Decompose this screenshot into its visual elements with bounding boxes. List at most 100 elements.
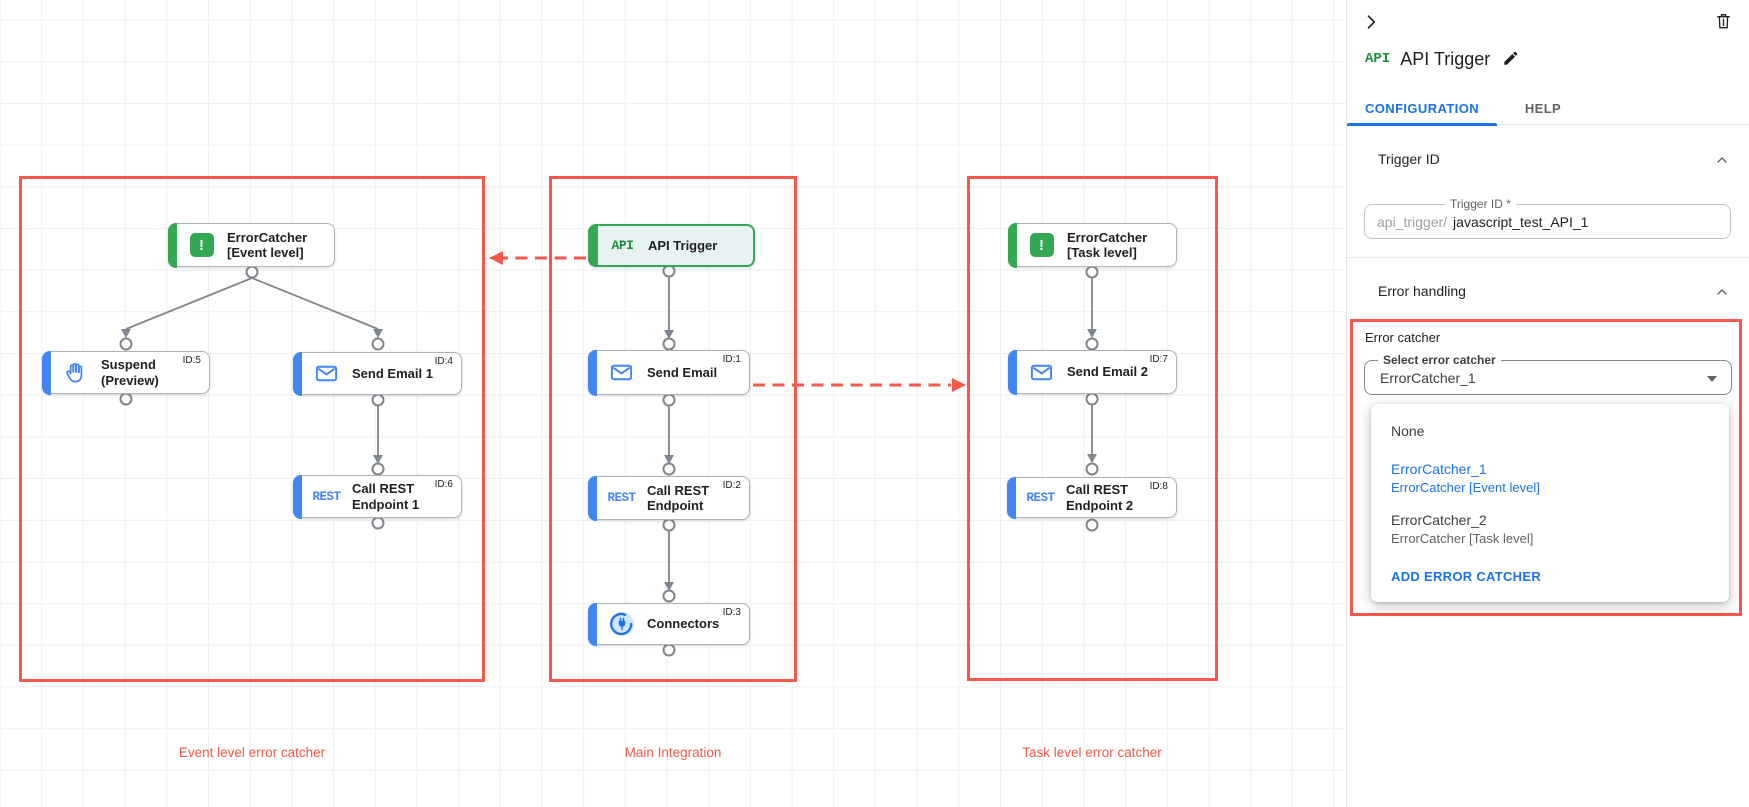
node-label: Send Email 1 — [352, 365, 433, 381]
node-accent-bar — [41, 350, 51, 395]
node-accent-bar — [1007, 349, 1017, 395]
trigger-id-prefix: api_trigger/ — [1377, 213, 1448, 230]
node-accent-bar — [292, 474, 302, 519]
node-id-badge: ID:2 — [722, 480, 741, 491]
node-accent-bar — [587, 475, 597, 521]
rest-icon: REST — [312, 489, 342, 504]
node-connectors[interactable]: Connectors ID:3 — [587, 602, 750, 646]
node-accent-bar — [1007, 222, 1017, 268]
error-catcher-label: Error catcher — [1365, 330, 1441, 345]
error-catcher-highlight-box: Error catcher Select error catcher Error… — [1350, 319, 1742, 616]
node-accent-bar — [1006, 476, 1016, 519]
menu-option-errorcatcher-2[interactable]: ErrorCatcher_2 ErrorCatcher [Task level] — [1371, 503, 1729, 554]
email-icon — [313, 361, 340, 386]
node-accent-bar — [167, 222, 177, 268]
node-send-email-2[interactable]: Send Email 2 ID:7 — [1007, 349, 1177, 395]
node-label: Call REST Endpoint 2 — [1066, 482, 1134, 513]
node-id-badge: ID:6 — [434, 479, 453, 490]
rest-icon: REST — [607, 491, 637, 505]
node-label: Suspend (Preview) — [101, 357, 159, 388]
error-catcher-icon: ! — [1028, 233, 1055, 257]
config-panel: API API Trigger CONFIGURATION HELP Trigg… — [1346, 0, 1749, 807]
connectors-icon — [608, 611, 635, 637]
node-id-badge: ID:7 — [1149, 354, 1168, 365]
tab-help[interactable]: HELP — [1497, 91, 1589, 125]
tab-label: HELP — [1524, 100, 1562, 116]
main-integration-group-box — [549, 176, 797, 682]
node-label: Connectors — [647, 616, 720, 632]
section-title: Trigger ID — [1378, 151, 1440, 167]
api-icon: API — [611, 238, 634, 253]
trigger-id-field-label: Trigger ID * — [1445, 197, 1516, 211]
option-name: ErrorCatcher_2 — [1391, 512, 1487, 528]
node-id-badge: ID:1 — [722, 354, 741, 365]
node-label: ErrorCatcher [Event level] — [227, 229, 308, 260]
node-call-rest-endpoint-1[interactable]: REST Call REST Endpoint 1 ID:6 — [292, 474, 462, 519]
option-detail: ErrorCatcher [Event level] — [1391, 480, 1540, 495]
node-suspend-preview[interactable]: Suspend (Preview) ID:5 — [41, 350, 210, 395]
node-accent-bar — [587, 349, 597, 396]
node-send-email[interactable]: Send Email ID:1 — [587, 349, 750, 396]
node-label: Send Email — [647, 364, 718, 380]
node-call-rest-endpoint[interactable]: REST Call REST Endpoint ID:2 — [587, 475, 750, 521]
trigger-id-value[interactable]: javascript_test_API_1 — [1453, 213, 1589, 230]
add-error-catcher-button[interactable]: ADD ERROR CATCHER — [1391, 569, 1542, 584]
node-id-badge: ID:3 — [722, 607, 741, 618]
email-icon — [608, 360, 635, 385]
active-tab-underline — [1347, 123, 1497, 126]
workflow-canvas[interactable]: ! ErrorCatcher [Event level] Suspend (Pr… — [0, 0, 1346, 807]
trigger-id-section-header[interactable]: Trigger ID — [1347, 151, 1749, 173]
trash-icon — [1717, 13, 1730, 29]
node-accent-bar — [292, 351, 302, 396]
panel-title: API Trigger — [1400, 48, 1491, 69]
section-title: Error handling — [1378, 283, 1466, 299]
collapse-panel-button[interactable] — [1359, 10, 1383, 37]
node-label: Call REST Endpoint — [647, 482, 710, 513]
node-call-rest-endpoint-2[interactable]: REST Call REST Endpoint 2 ID:8 — [1006, 476, 1177, 519]
node-api-trigger[interactable]: API API Trigger — [588, 224, 755, 267]
chevron-right-icon — [1367, 15, 1376, 29]
node-errorcatcher-event-level[interactable]: ! ErrorCatcher [Event level] — [167, 222, 335, 268]
tab-label: CONFIGURATION — [1364, 100, 1479, 116]
pencil-icon — [1504, 51, 1518, 65]
node-id-badge: ID:5 — [182, 355, 201, 366]
node-label: Send Email 2 — [1067, 364, 1148, 380]
trigger-id-field[interactable]: Trigger ID * api_trigger/ javascript_tes… — [1364, 197, 1731, 239]
error-catcher-icon: ! — [188, 233, 215, 257]
node-id-badge: ID:4 — [434, 356, 453, 367]
event-level-caption: Event level error catcher — [178, 745, 326, 760]
email-icon — [1028, 360, 1055, 385]
rest-icon: REST — [1026, 490, 1056, 505]
option-detail: ErrorCatcher [Task level] — [1391, 531, 1534, 546]
error-catcher-select[interactable]: Select error catcher ErrorCatcher_1 — [1364, 353, 1732, 395]
selected-error-catcher: ErrorCatcher_1 — [1380, 369, 1476, 386]
hand-suspend-icon — [62, 360, 89, 386]
node-send-email-1[interactable]: Send Email 1 ID:4 — [292, 351, 462, 396]
chevron-up-icon[interactable] — [1714, 152, 1730, 173]
error-handling-section-header[interactable]: Error handling — [1347, 283, 1749, 305]
node-id-badge: ID:8 — [1149, 481, 1168, 492]
dropdown-caret-icon — [1707, 376, 1717, 382]
event-level-group-box — [19, 176, 485, 682]
node-label: Call REST Endpoint 1 — [352, 481, 420, 512]
delete-trigger-button[interactable] — [1712, 9, 1735, 36]
node-accent-bar — [588, 224, 598, 267]
tab-configuration[interactable]: CONFIGURATION — [1347, 91, 1497, 126]
node-accent-bar — [587, 602, 597, 646]
node-errorcatcher-task-level[interactable]: ! ErrorCatcher [Task level] — [1007, 222, 1177, 268]
main-integration-caption: Main Integration — [624, 745, 722, 760]
panel-tabs: CONFIGURATION HELP — [1347, 91, 1749, 126]
panel-header: API API Trigger — [1365, 44, 1522, 74]
menu-option-none[interactable]: None — [1391, 423, 1425, 439]
menu-option-errorcatcher-1[interactable]: ErrorCatcher_1 ErrorCatcher [Event level… — [1371, 452, 1729, 503]
error-catcher-dropdown-menu: None ErrorCatcher_1 ErrorCatcher [Event … — [1371, 404, 1729, 602]
api-trigger-icon: API — [1365, 51, 1391, 67]
chevron-up-icon[interactable] — [1714, 284, 1730, 305]
select-field-label: Select error catcher — [1378, 353, 1501, 367]
task-level-group-box — [967, 176, 1218, 681]
node-label: API Trigger — [648, 237, 718, 253]
edit-title-button[interactable] — [1500, 49, 1522, 70]
divider — [1347, 257, 1749, 258]
node-label: ErrorCatcher [Task level] — [1067, 229, 1148, 260]
